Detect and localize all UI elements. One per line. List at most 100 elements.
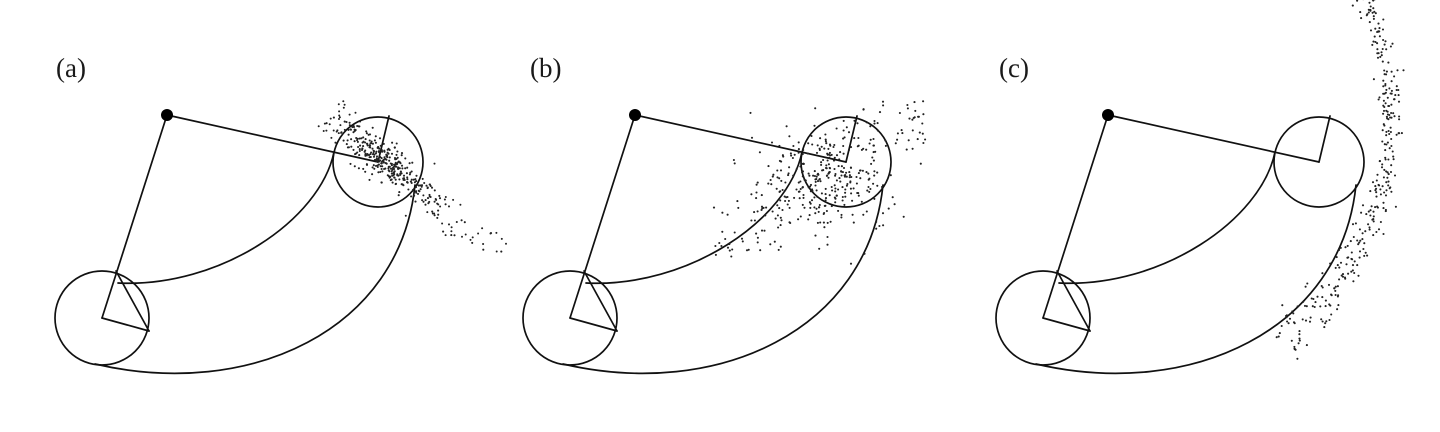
sample-dot xyxy=(469,238,472,241)
sample-dot xyxy=(792,144,795,148)
sample-dot xyxy=(822,169,825,172)
sample-dot xyxy=(893,203,896,206)
sample-dot xyxy=(1367,11,1370,14)
sample-dot xyxy=(361,147,364,150)
sample-dot xyxy=(1402,69,1405,72)
sample-dot xyxy=(380,162,383,165)
sample-dot xyxy=(377,171,380,174)
sample-dot xyxy=(1376,42,1379,45)
sample-dot xyxy=(785,125,788,128)
sample-dot xyxy=(820,145,823,148)
sample-dot xyxy=(872,151,875,154)
sample-dot xyxy=(362,136,365,139)
sample-dot xyxy=(427,202,430,205)
sample-dot xyxy=(443,198,446,201)
sample-dot xyxy=(1344,246,1347,249)
sample-dot xyxy=(1291,310,1294,313)
sample-dot xyxy=(1384,82,1387,86)
sample-dot xyxy=(732,158,735,162)
sample-dot xyxy=(428,183,431,186)
sample-dot xyxy=(916,138,919,141)
sample-dot xyxy=(731,248,734,251)
sample-dot xyxy=(1324,299,1327,302)
sample-dot xyxy=(1390,89,1393,92)
sample-dot xyxy=(437,209,440,212)
sample-dot xyxy=(1381,140,1384,143)
sample-dot xyxy=(778,190,781,193)
sample-dot xyxy=(1387,61,1390,64)
sample-dot xyxy=(1325,320,1328,323)
sample-dot xyxy=(345,143,348,146)
sample-dot xyxy=(395,142,398,145)
sample-dot xyxy=(376,159,379,162)
sample-dot xyxy=(495,250,498,253)
sample-dot xyxy=(762,206,765,209)
sample-dot xyxy=(828,156,831,159)
sample-dot xyxy=(357,167,360,170)
sample-dot xyxy=(876,171,879,174)
sample-dot xyxy=(776,214,779,217)
sample-dot xyxy=(407,188,410,191)
sample-dot xyxy=(1358,250,1362,253)
sample-dot xyxy=(350,138,353,141)
sample-dot xyxy=(420,185,423,188)
pivot-joint xyxy=(1102,109,1114,121)
sample-dot xyxy=(1304,319,1308,322)
sample-dot xyxy=(1388,147,1391,150)
sample-dot xyxy=(838,177,841,180)
sample-dot xyxy=(357,145,360,149)
sample-dot xyxy=(1391,150,1394,153)
sample-dot xyxy=(1301,318,1304,321)
sample-dot xyxy=(1330,293,1333,296)
sample-dot xyxy=(388,165,391,168)
sample-dot xyxy=(325,122,328,125)
sample-dot xyxy=(1358,228,1361,231)
sample-dot xyxy=(350,128,352,131)
sample-dot xyxy=(1372,0,1375,2)
sample-dot xyxy=(414,200,417,203)
sample-dot xyxy=(400,152,404,155)
sample-dot xyxy=(1336,285,1339,288)
tip-circle xyxy=(800,116,892,208)
sample-dot xyxy=(820,192,823,195)
sample-dot xyxy=(405,172,408,175)
sample-dot xyxy=(1375,179,1378,182)
sample-dot xyxy=(1386,176,1389,179)
sample-dot xyxy=(1345,263,1348,266)
sample-dot xyxy=(810,199,814,202)
sample-dot xyxy=(1381,163,1384,166)
sample-dot xyxy=(348,124,351,127)
sample-dot xyxy=(750,219,753,222)
sample-dot xyxy=(798,197,801,200)
sample-dot xyxy=(482,242,485,246)
sample-dot xyxy=(392,172,395,175)
sample-dot xyxy=(1374,27,1377,30)
sample-dot xyxy=(1378,27,1381,30)
sample-dot xyxy=(824,199,827,202)
sample-dot xyxy=(1387,173,1390,176)
sample-dot xyxy=(728,243,731,246)
sample-dot xyxy=(1371,218,1374,221)
sample-dot xyxy=(378,147,381,150)
sample-dot xyxy=(379,170,382,174)
sample-dot xyxy=(1338,278,1341,281)
sample-dot xyxy=(908,117,911,120)
sample-dot xyxy=(1387,184,1390,187)
sample-dot xyxy=(1384,210,1387,213)
sample-dot xyxy=(1362,247,1365,251)
sample-dot xyxy=(394,161,397,164)
sample-dot xyxy=(741,240,744,243)
sample-dot xyxy=(828,151,831,154)
sample-dot xyxy=(1400,132,1403,135)
sample-dot xyxy=(823,226,826,229)
sample-dot xyxy=(740,237,744,240)
sample-dot xyxy=(874,150,877,153)
sample-dot xyxy=(826,159,829,162)
sample-dot xyxy=(760,229,764,232)
sample-dot xyxy=(1364,251,1367,254)
sample-dot xyxy=(400,154,403,157)
sample-dot xyxy=(1378,160,1381,163)
sample-dot xyxy=(807,142,810,145)
sample-dot xyxy=(1290,339,1293,342)
sample-dot xyxy=(749,111,752,114)
